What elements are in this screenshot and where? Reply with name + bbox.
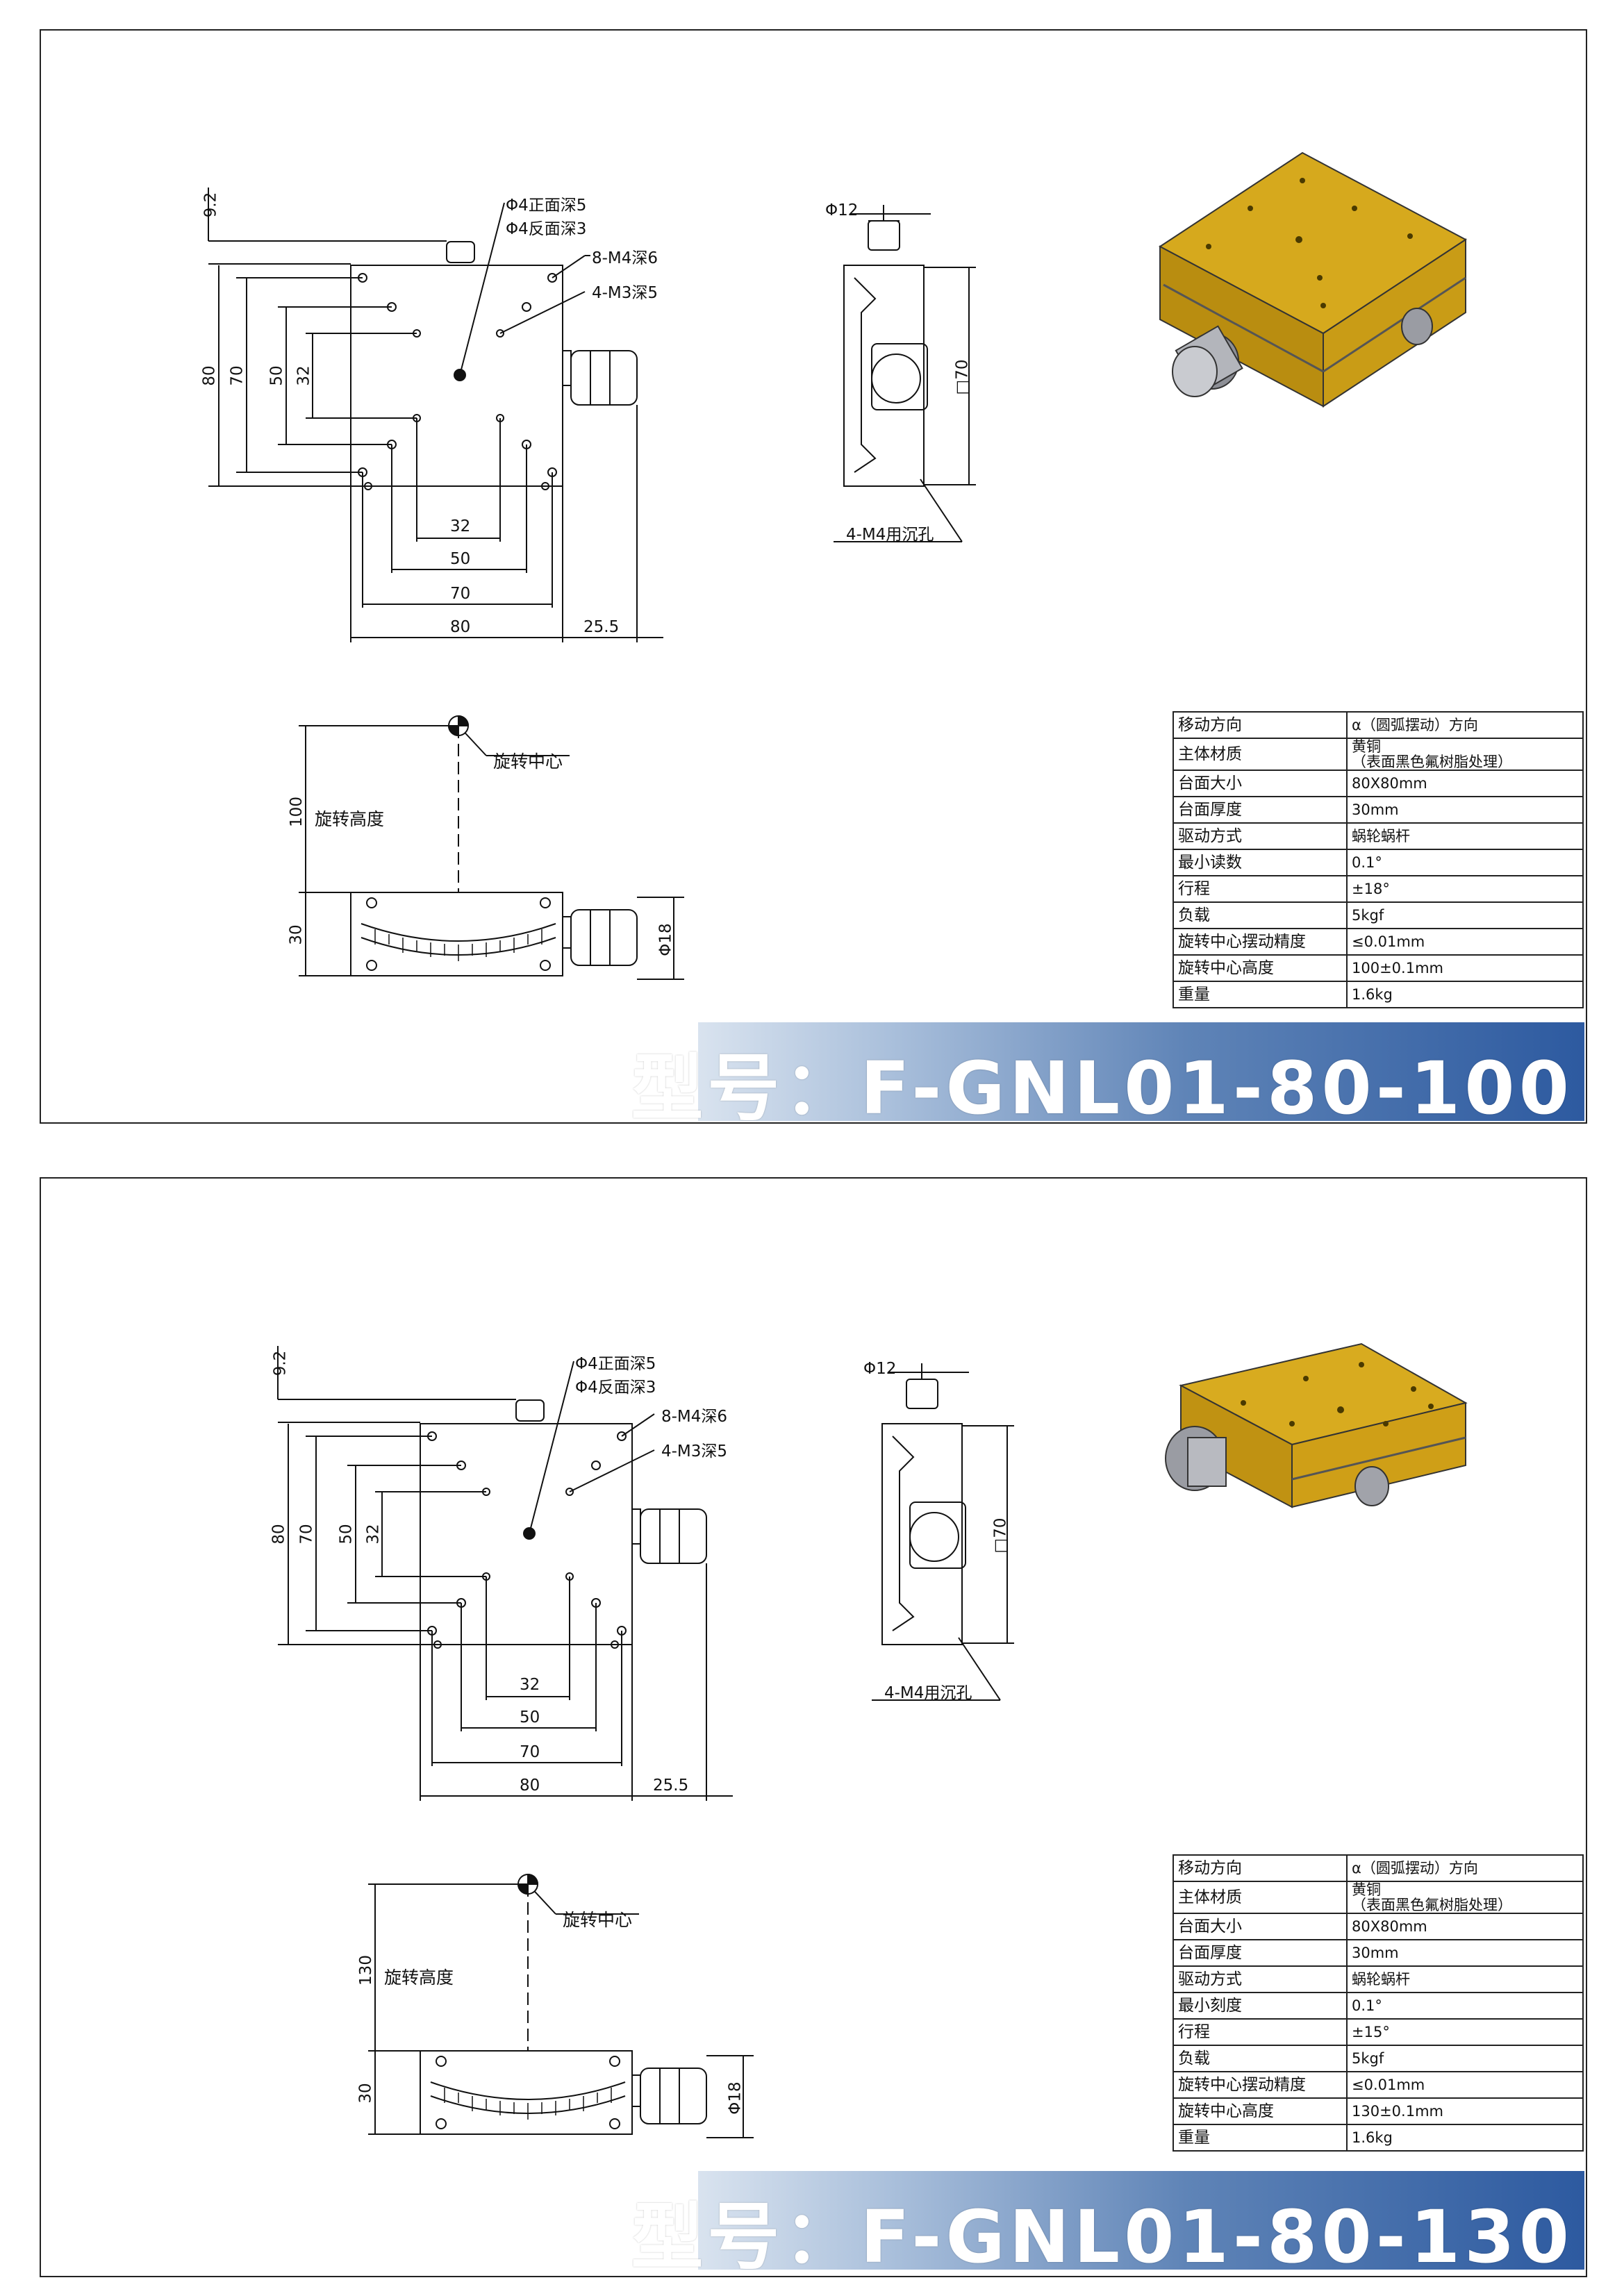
model-code-1: 型号：F-GNL01-80-100 — [631, 1046, 1573, 1131]
dim-height-80: 80 — [200, 365, 219, 386]
dim-width-50: 50 — [450, 550, 471, 568]
hole-back-label: Φ4反面深3 — [506, 220, 587, 238]
hole-back-label: Φ4反面深3 — [575, 1379, 656, 1397]
rotation-height-label: 旋转高度 — [315, 809, 385, 829]
rotation-height-label: 旋转高度 — [384, 1968, 454, 1988]
dim-width-70: 70 — [520, 1743, 540, 1761]
spec-row: 旋转中心摆动精度≤0.01mm — [1173, 2071, 1584, 2099]
hole-front-label: Φ4正面深5 — [575, 1355, 656, 1373]
dim-height-50: 50 — [267, 365, 286, 386]
side-size-label: □70 — [991, 1517, 1010, 1554]
dim-top-offset: 9.2 — [201, 192, 220, 218]
spec-row: 行程±18° — [1173, 875, 1584, 903]
dim-width-80: 80 — [450, 618, 471, 636]
m3-holes-label: 4-M3深5 — [661, 1442, 728, 1461]
spec-row: 驱动方式蜗轮蜗杆 — [1173, 1965, 1584, 1993]
spec-row: 行程±15° — [1173, 2018, 1584, 2046]
dim-height-50: 50 — [337, 1524, 356, 1545]
spec-row: 旋转中心摆动精度≤0.01mm — [1173, 928, 1584, 956]
model-code-2: 型号：F-GNL01-80-130 — [631, 2195, 1573, 2279]
rotation-center-label: 旋转中心 — [563, 1910, 633, 1930]
technical-drawing-1 — [208, 151, 1467, 980]
dim-width-32: 32 — [520, 1676, 540, 1694]
dim-width-50: 50 — [520, 1708, 540, 1727]
dim-rot-height: 100 — [287, 797, 306, 827]
counterbore-label: 4-M4用沉孔 — [884, 1684, 972, 1702]
dim-height-70: 70 — [228, 365, 247, 386]
knob-dia-front-label: Φ18 — [656, 923, 675, 956]
model-banner-1: 型号：F-GNL01-80-100 — [631, 1022, 1584, 1131]
hole-front-label: Φ4正面深5 — [506, 197, 587, 215]
dim-height-32: 32 — [364, 1524, 383, 1545]
spec-row: 驱动方式蜗轮蜗杆 — [1173, 822, 1584, 850]
knob-dia-top-label: Φ12 — [825, 201, 859, 219]
spec-row: 主体材质黄铜（表面黑色氟树脂处理） — [1173, 738, 1584, 771]
product-render-1 — [1159, 151, 1467, 408]
dim-width-25-5: 25.5 — [583, 618, 620, 636]
dim-top-offset: 9.2 — [271, 1350, 290, 1376]
m4-holes-label: 8-M4深6 — [661, 1408, 728, 1426]
dim-height-32: 32 — [295, 365, 313, 386]
knob-dia-top-label: Φ12 — [863, 1360, 897, 1378]
dim-height-80: 80 — [270, 1524, 288, 1545]
dim-width-70: 70 — [450, 585, 471, 603]
rotation-center-label: 旋转中心 — [493, 751, 563, 772]
m3-holes-label: 4-M3深5 — [592, 284, 658, 302]
dim-width-80: 80 — [520, 1777, 540, 1795]
dim-thickness: 30 — [356, 2083, 375, 2104]
spec-row: 主体材质黄铜（表面黑色氟树脂处理） — [1173, 1881, 1584, 1914]
dim-width-25-5: 25.5 — [653, 1777, 689, 1795]
model-banner-2: 型号：F-GNL01-80-130 — [631, 2171, 1584, 2279]
dim-height-70: 70 — [297, 1524, 316, 1545]
side-size-label: □70 — [953, 359, 972, 395]
counterbore-label: 4-M4用沉孔 — [846, 526, 934, 544]
dim-width-32: 32 — [450, 517, 471, 535]
dim-rot-height: 130 — [356, 1955, 375, 1986]
side-knob — [570, 350, 638, 406]
dim-thickness: 30 — [287, 924, 306, 945]
m4-holes-label: 8-M4深6 — [592, 249, 658, 267]
knob-dia-front-label: Φ18 — [726, 2081, 745, 2115]
